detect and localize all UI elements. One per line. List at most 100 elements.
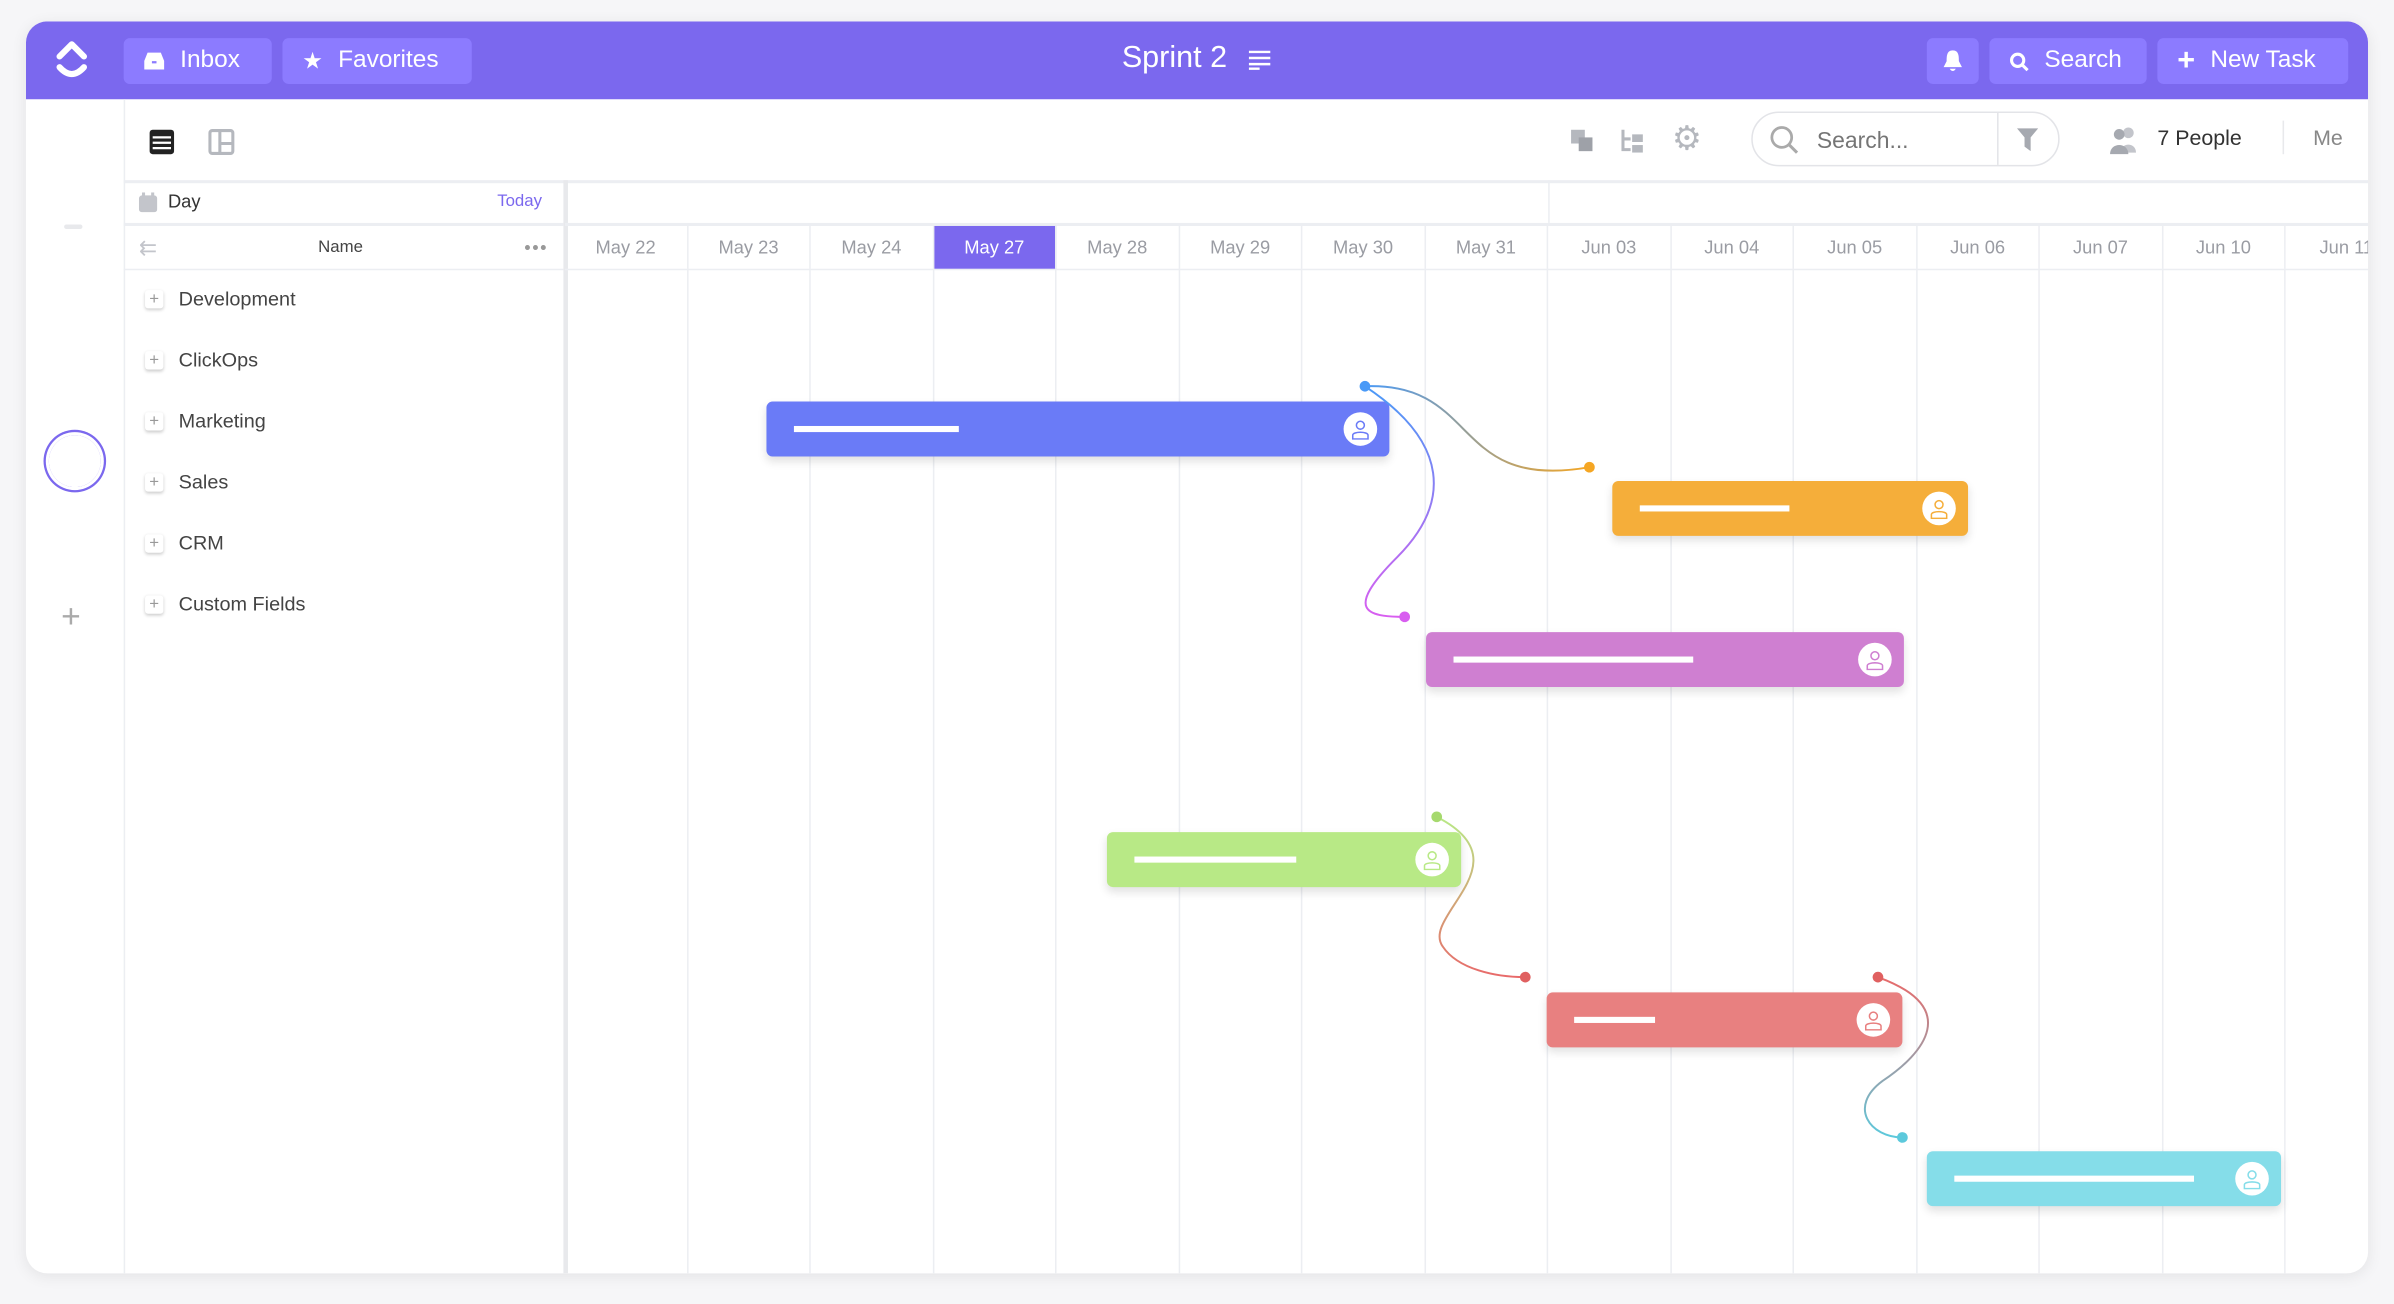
menu-lines-icon[interactable] [1248,48,1272,70]
avatar-s[interactable]: S [49,513,101,565]
gridline [1423,268,1426,1274]
list-item[interactable]: +Marketing [145,409,265,432]
link-handle [1399,611,1410,623]
assignee-icon[interactable] [1921,491,1956,526]
date-column: Jun 07 [2040,225,2163,269]
more-options-icon[interactable]: ••• [524,236,549,259]
avatar-initial: S [67,526,82,552]
collapse-icon[interactable]: ⇇ [138,234,157,259]
page-title: Sprint 2 [26,41,2368,76]
filter-icon[interactable] [2016,128,2039,152]
task-bar-label-placeholder [1452,656,1694,663]
hierarchy-icon[interactable] [1620,128,1644,153]
list-item-label: Custom Fields [178,592,306,616]
inbox-button[interactable]: Inbox [123,38,272,84]
expand-plus-icon[interactable]: + [145,473,163,491]
task-bar[interactable] [1926,1151,2281,1207]
settings-gear-icon[interactable]: ⚙ [1671,119,1702,158]
name-column-header[interactable]: Name [318,238,363,257]
gridline [1915,268,1917,1274]
timeline-period-row [564,180,2369,226]
list-item[interactable]: +Sales [145,470,228,493]
today-link[interactable]: Today [497,192,543,211]
date-column: May 29 [1179,225,1303,269]
gridline [1792,268,1794,1274]
gridline [1055,268,1057,1274]
date-column: Jun 10 [2163,225,2286,269]
scale-selector[interactable]: Day [167,190,201,213]
favorites-button[interactable]: ★ Favorites [282,38,472,84]
gridline [686,268,688,1274]
task-bar-label-placeholder [1134,856,1296,863]
date-column: Jun 04 [1671,225,1794,269]
expand-plus-icon[interactable]: + [145,411,163,429]
calendar-icon [138,191,158,212]
expand-plus-icon[interactable]: + [145,595,163,613]
assignee-icon[interactable] [1857,642,1892,677]
sprint-title: Sprint 2 [1121,41,1228,76]
list-item-label: ClickOps [178,348,259,372]
divider [64,224,83,230]
date-column: Jun 11 [2286,226,2368,269]
me-filter[interactable]: Me [2313,125,2343,150]
bell-icon [1943,50,1962,71]
avatar-j[interactable]: J [49,279,101,331]
search-input[interactable] [1813,122,1996,159]
clickup-logo-icon[interactable] [53,40,90,83]
gridline [1300,268,1303,1274]
task-bar-label-placeholder [1574,1016,1656,1023]
board-view-icon[interactable] [208,128,235,155]
list-item[interactable]: + CRM [145,531,224,554]
task-bar[interactable] [1106,832,1461,888]
people-filter[interactable]: 7 People [2157,125,2242,150]
dependency-link [1364,385,1590,472]
assignee-icon[interactable] [2234,1161,2269,1196]
link-handle [1359,380,1371,392]
list-item[interactable]: + ClickOps [145,348,258,371]
gridline [2284,268,2286,1274]
expand-plus-icon[interactable]: + [145,534,163,552]
task-bar[interactable] [1546,992,1903,1048]
date-column: May 22 [565,225,688,269]
task-bar-label-placeholder [1954,1175,2194,1182]
expand-plus-icon[interactable]: + [145,350,163,368]
new-task-button[interactable]: + New Task [2157,38,2349,84]
task-bar[interactable] [1425,632,1904,688]
top-bar: Inbox ★ Favorites Sprint 2 Search + New … [25,21,2369,100]
gridline [809,268,811,1274]
expand-plus-icon[interactable]: + [145,289,163,307]
new-task-label: New Task [2210,47,2316,74]
copy-icon[interactable] [1570,128,1594,152]
avatar-initial: J [68,293,81,318]
assignee-icon[interactable] [1415,842,1449,877]
notifications-button[interactable] [1926,38,1979,84]
link-handle [1897,1132,1908,1143]
avatar-c-selected[interactable]: C [49,435,101,487]
search-button[interactable]: Search [1989,38,2147,84]
task-bar[interactable] [766,401,1390,457]
avatar-t[interactable]: T [49,357,101,409]
workspace-avatar-a[interactable]: A [50,124,99,173]
task-list-panel: Day Today ⇇ Name ••• +Development + Click… [123,180,568,1274]
task-bar[interactable] [1612,480,1968,536]
list-item[interactable]: + Custom Fields [145,592,305,615]
gridline [932,268,934,1274]
assignee-icon[interactable] [1856,1003,1890,1037]
plus-icon: + [2177,43,2196,78]
list-item-label: CRM [178,531,224,555]
date-column: Jun 05 [1794,225,1917,269]
date-column: May 30 [1302,225,1426,269]
inbox-icon [144,52,165,70]
date-column: Jun 06 [1917,225,2040,269]
app-window: Inbox ★ Favorites Sprint 2 Search + New … [25,21,2369,1274]
favorites-label: Favorites [338,47,439,74]
list-item[interactable]: +Development [145,287,295,310]
link-handle [1584,461,1595,473]
link-handle [1431,811,1443,823]
gridline [2038,268,2040,1274]
add-workspace-icon[interactable]: + [61,596,81,636]
view-toolbar: ⚙ 7 People Me [123,99,2369,184]
list-view-icon[interactable] [148,128,175,155]
assignee-icon[interactable] [1343,412,1378,446]
